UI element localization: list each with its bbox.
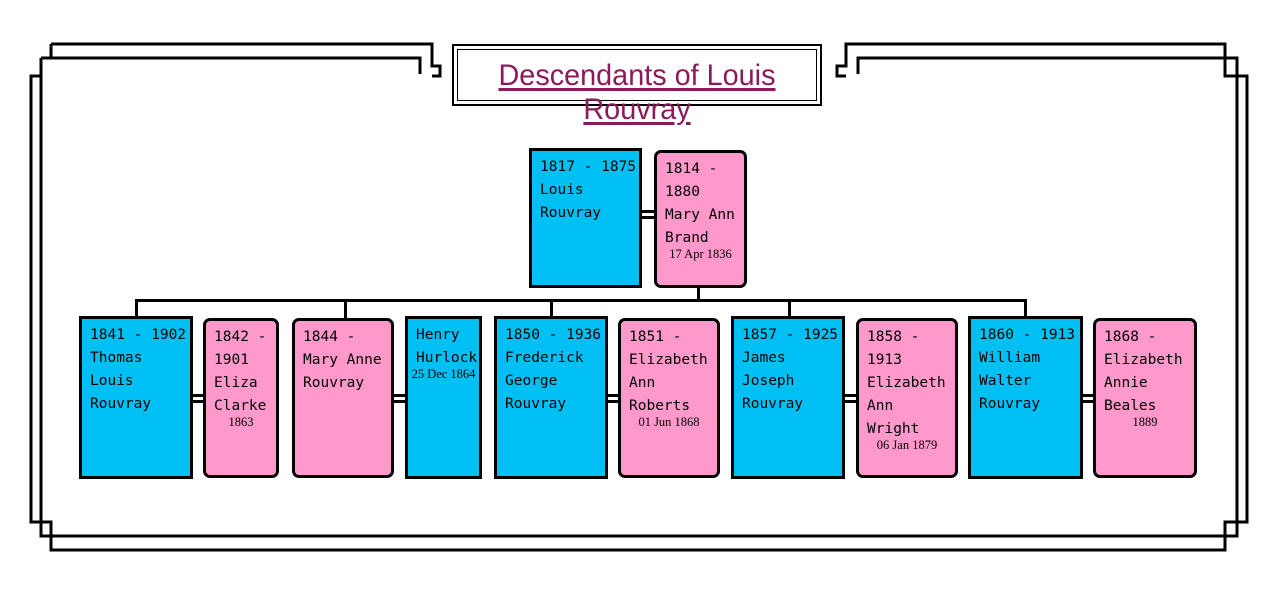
marriage-line-2a (393, 394, 407, 397)
marriage-line-2b (393, 400, 407, 403)
marriage-date: 1889 (1132, 415, 1158, 429)
marriage-line-5a (1081, 394, 1095, 397)
root-marriage-line-bottom (640, 216, 654, 219)
child-stem-2 (344, 299, 347, 318)
root-drop-line (697, 286, 700, 301)
child-stem-5 (1024, 299, 1027, 318)
child-stem-3 (550, 299, 553, 318)
child-stem-1 (135, 299, 138, 318)
title-box: Descendants of Louis Rouvray (452, 44, 822, 126)
marriage-line-3a (606, 394, 620, 397)
marriage-line-5b (1081, 400, 1095, 403)
marriage-line-4a (843, 394, 857, 397)
marriage-line-1b (191, 400, 205, 403)
marriage-date: 17 Apr 1836 (669, 247, 732, 261)
child-stem-4 (788, 299, 791, 318)
marriage-line-3b (606, 400, 620, 403)
marriage-date: 06 Jan 1879 (876, 438, 938, 452)
children-bus-line (135, 299, 1025, 302)
marriage-date: 1863 (228, 415, 254, 429)
marriage-date: 25 Dec 1864 (411, 367, 476, 381)
root-marriage-line-top (640, 210, 654, 213)
marriage-line-4b (843, 400, 857, 403)
marriage-date: 01 Jun 1868 (638, 415, 700, 429)
marriage-line-1a (191, 394, 205, 397)
chart-title: Descendants of Louis Rouvray (498, 59, 776, 126)
